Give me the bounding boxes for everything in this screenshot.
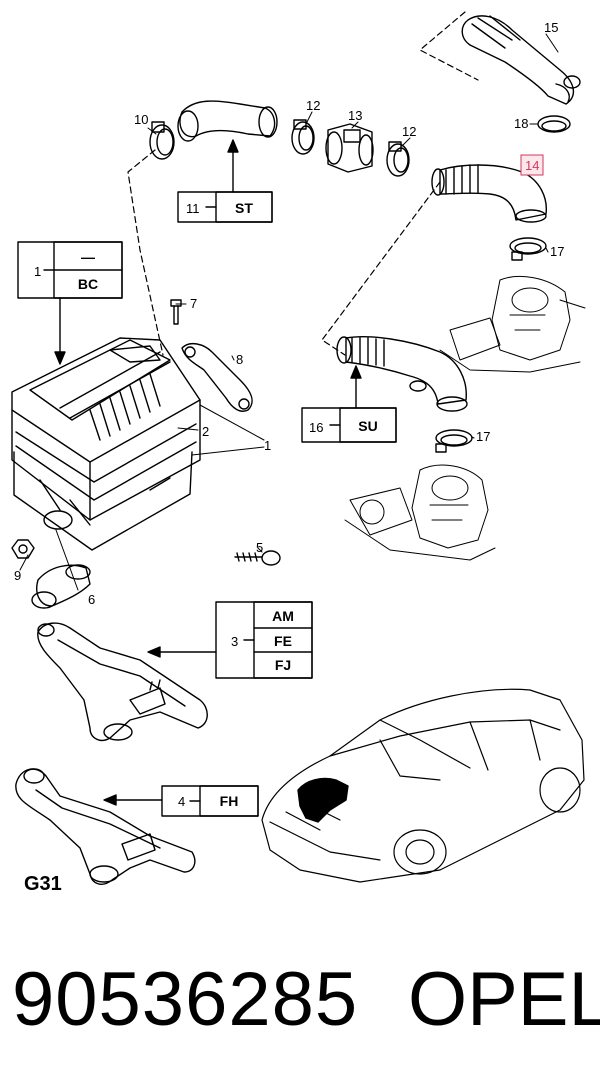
intake-tube-4 xyxy=(15,768,196,885)
callout-2: 2 xyxy=(202,424,209,439)
box3-code-am: AM xyxy=(272,608,294,624)
callout-numbers: 1 1 2 3 4 5 6 7 8 9 10 11 12 12 13 14 15… xyxy=(14,20,564,809)
callout-10: 10 xyxy=(134,112,148,127)
code-box-texts: — BC ST SU AM FE FJ FH xyxy=(78,200,378,809)
car-intake-highlight xyxy=(297,777,349,823)
callout-leaders xyxy=(19,33,559,591)
airflow-meter-13 xyxy=(325,123,374,173)
intake-tube-3 xyxy=(37,622,208,742)
code-box-4 xyxy=(161,785,259,817)
callout-14: 14 xyxy=(525,158,539,173)
arrow-3 xyxy=(147,646,161,658)
callout-12-left: 12 xyxy=(306,98,320,113)
bracket-8 xyxy=(181,342,253,412)
hose-st xyxy=(177,100,278,142)
callout-3: 3 xyxy=(231,634,238,649)
box4-code: FH xyxy=(220,793,239,809)
corrugated-hose-14 xyxy=(431,164,547,223)
clamp-18 xyxy=(537,115,571,133)
callout-13: 13 xyxy=(348,108,362,123)
car-illustration xyxy=(261,688,585,883)
hose-6 xyxy=(31,564,91,609)
callout-12-right: 12 xyxy=(402,124,416,139)
callout-6: 6 xyxy=(88,592,95,607)
code-box-16 xyxy=(301,407,397,443)
box1-top-code: — xyxy=(81,249,95,265)
code-box-1 xyxy=(17,241,123,299)
callout-18: 18 xyxy=(514,116,528,131)
callout-17-bottom: 17 xyxy=(476,429,490,444)
code-box-11 xyxy=(177,191,273,223)
corrugated-hose-su xyxy=(336,336,468,412)
clamp-12-left xyxy=(291,119,315,155)
callout-15: 15 xyxy=(544,20,558,35)
engine-throttle-sketch-top xyxy=(439,275,586,373)
box3-code-fe: FE xyxy=(274,633,292,649)
box11-code: ST xyxy=(235,200,253,216)
upper-intake-duct xyxy=(461,15,581,105)
code-box-3 xyxy=(215,601,313,679)
box1-bottom-code: BC xyxy=(78,276,98,292)
clamp-12-right xyxy=(386,141,410,177)
screw-5 xyxy=(234,550,281,566)
housing-lower xyxy=(13,451,193,551)
air-filter-housing xyxy=(11,337,201,521)
box3-code-fj: FJ xyxy=(275,657,291,673)
clamp-17-bottom xyxy=(435,429,473,453)
callout-14-highlight-box xyxy=(520,154,544,176)
callout-8: 8 xyxy=(236,352,243,367)
screw-7 xyxy=(170,299,182,325)
callout-1-box: 1 xyxy=(34,264,41,279)
callout-4: 4 xyxy=(178,794,185,809)
engine-throttle-sketch-bottom xyxy=(344,464,496,561)
callout-9: 9 xyxy=(14,568,21,583)
callout-16: 16 xyxy=(309,420,323,435)
brand-name: OPEL xyxy=(408,957,600,1042)
arrow-4 xyxy=(103,794,117,806)
box16-code: SU xyxy=(358,418,377,434)
callout-11: 11 xyxy=(186,201,200,216)
callout-5: 5 xyxy=(256,540,263,555)
footer-part-info: 90536285 OPEL xyxy=(0,955,600,1075)
arrow-st xyxy=(227,139,239,153)
callout-7: 7 xyxy=(190,296,197,311)
diagram-code-label: G31 xyxy=(24,873,62,895)
clamp-17-top xyxy=(509,237,547,261)
callout-1: 1 xyxy=(264,438,271,453)
nut-9 xyxy=(11,539,35,559)
clamp-10 xyxy=(149,121,175,160)
callout-17-top: 17 xyxy=(550,244,564,259)
part-number: 90536285 xyxy=(12,957,359,1042)
leader-arrow-head-1 xyxy=(54,351,66,365)
arrow-su xyxy=(350,365,362,379)
